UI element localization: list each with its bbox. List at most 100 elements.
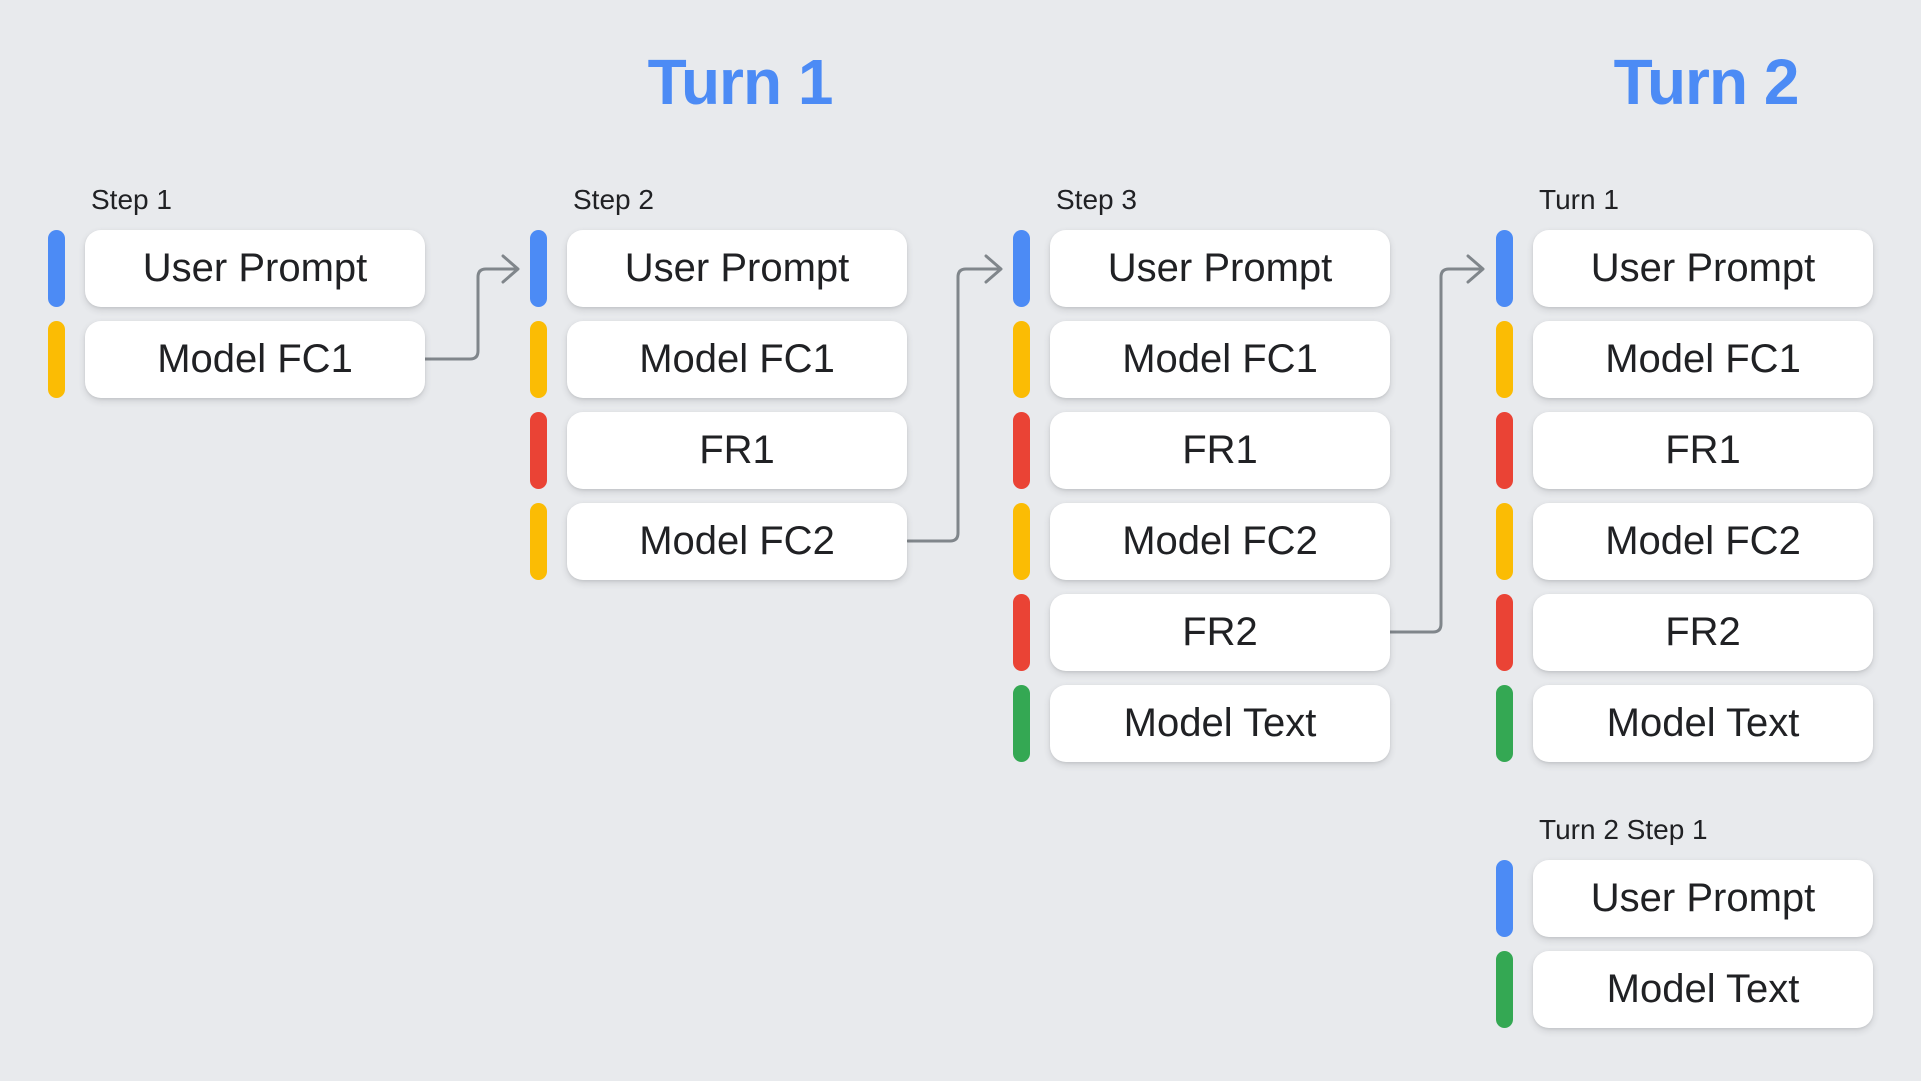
column-label: Step 3 xyxy=(1056,184,1137,215)
message-list: User Prompt Model FC1 FR1 Model FC2 FR2 … xyxy=(1013,230,1393,762)
message-label: Model FC2 xyxy=(639,519,835,563)
arrow-step3-to-turn2 xyxy=(1388,254,1485,634)
message-label: Model FC1 xyxy=(639,337,835,381)
message-label: Model Text xyxy=(1123,701,1317,745)
role-color-bar xyxy=(1496,951,1513,1028)
role-color-bar xyxy=(48,230,65,307)
column-label: Turn 2 Step 1 xyxy=(1539,814,1708,845)
message-item: User Prompt xyxy=(1496,230,1876,307)
arrow-step1-to-step2 xyxy=(423,254,520,361)
message-item: Model FC2 xyxy=(1496,503,1876,580)
column-label: Turn 1 xyxy=(1539,184,1619,215)
message-list: User Prompt Model FC1 FR1 Model FC2 xyxy=(530,230,910,580)
column-step-3: Step 3 User Prompt Model FC1 FR1 Model F… xyxy=(1013,183,1393,762)
message-box: Model FC2 xyxy=(1050,503,1390,580)
message-label: FR1 xyxy=(1182,428,1258,472)
message-box: User Prompt xyxy=(85,230,425,307)
message-label: Model FC1 xyxy=(157,337,353,381)
message-box: Model FC2 xyxy=(567,503,907,580)
message-label: FR2 xyxy=(1665,610,1741,654)
message-list: User Prompt Model Text xyxy=(1496,860,1876,1028)
turn-2-header: Turn 2 xyxy=(1613,46,1800,118)
role-color-bar xyxy=(1496,594,1513,671)
message-box: FR2 xyxy=(1050,594,1390,671)
message-item: Model Text xyxy=(1496,951,1876,1028)
message-box: FR1 xyxy=(1050,412,1390,489)
message-item: Model Text xyxy=(1013,685,1393,762)
role-color-bar xyxy=(48,321,65,398)
message-item: Model FC1 xyxy=(1496,321,1876,398)
message-item: User Prompt xyxy=(530,230,910,307)
message-item: FR1 xyxy=(1496,412,1876,489)
message-box: User Prompt xyxy=(1533,230,1873,307)
message-item: Model FC1 xyxy=(1013,321,1393,398)
message-box: Model FC1 xyxy=(1533,321,1873,398)
message-label: FR2 xyxy=(1182,610,1258,654)
message-label: Model Text xyxy=(1606,967,1800,1011)
message-label: Model Text xyxy=(1606,701,1800,745)
message-item: Model FC2 xyxy=(530,503,910,580)
message-item: User Prompt xyxy=(1496,860,1876,937)
role-color-bar xyxy=(530,321,547,398)
message-item: Model Text xyxy=(1496,685,1876,762)
message-box: FR2 xyxy=(1533,594,1873,671)
role-color-bar xyxy=(530,503,547,580)
message-box: Model FC1 xyxy=(85,321,425,398)
message-box: User Prompt xyxy=(1050,230,1390,307)
message-item: User Prompt xyxy=(1013,230,1393,307)
message-label: Model FC2 xyxy=(1122,519,1318,563)
message-item: User Prompt xyxy=(48,230,428,307)
column-step-1: Step 1 User Prompt Model FC1 xyxy=(48,183,428,398)
message-label: FR1 xyxy=(1665,428,1741,472)
message-item: FR1 xyxy=(530,412,910,489)
message-label: User Prompt xyxy=(1590,246,1816,290)
message-box: Model Text xyxy=(1533,951,1873,1028)
message-box: Model FC1 xyxy=(1050,321,1390,398)
role-color-bar xyxy=(530,230,547,307)
message-box: Model Text xyxy=(1050,685,1390,762)
message-label: Model FC1 xyxy=(1122,337,1318,381)
column-label: Step 2 xyxy=(573,184,654,215)
role-color-bar xyxy=(1013,594,1030,671)
message-item: Model FC1 xyxy=(48,321,428,398)
message-box: User Prompt xyxy=(1533,860,1873,937)
message-box: FR1 xyxy=(1533,412,1873,489)
message-box: FR1 xyxy=(567,412,907,489)
role-color-bar xyxy=(1013,503,1030,580)
column-turn-1-context: Turn 1 User Prompt Model FC1 FR1 Model F… xyxy=(1496,183,1876,762)
role-color-bar xyxy=(530,412,547,489)
message-label: Model FC2 xyxy=(1605,519,1801,563)
message-box: Model FC1 xyxy=(567,321,907,398)
role-color-bar xyxy=(1013,230,1030,307)
column-turn-2-step-1: Turn 2 Step 1 User Prompt Model Text xyxy=(1496,813,1876,1028)
turn-1-header: Turn 1 xyxy=(647,46,834,118)
message-label: FR1 xyxy=(699,428,775,472)
role-color-bar xyxy=(1496,503,1513,580)
role-color-bar xyxy=(1496,685,1513,762)
message-label: User Prompt xyxy=(142,246,368,290)
message-item: Model FC2 xyxy=(1013,503,1393,580)
message-item: FR2 xyxy=(1496,594,1876,671)
message-box: Model FC2 xyxy=(1533,503,1873,580)
message-item: Model FC1 xyxy=(530,321,910,398)
message-item: FR1 xyxy=(1013,412,1393,489)
message-list: User Prompt Model FC1 xyxy=(48,230,428,398)
column-step-2: Step 2 User Prompt Model FC1 FR1 Model F… xyxy=(530,183,910,580)
message-item: FR2 xyxy=(1013,594,1393,671)
role-color-bar xyxy=(1496,412,1513,489)
message-label: User Prompt xyxy=(1590,876,1816,920)
role-color-bar xyxy=(1013,412,1030,489)
role-color-bar xyxy=(1496,321,1513,398)
message-label: Model FC1 xyxy=(1605,337,1801,381)
message-list: User Prompt Model FC1 FR1 Model FC2 FR2 … xyxy=(1496,230,1876,762)
role-color-bar xyxy=(1496,230,1513,307)
role-color-bar xyxy=(1013,321,1030,398)
message-label: User Prompt xyxy=(1107,246,1333,290)
role-color-bar xyxy=(1496,860,1513,937)
role-color-bar xyxy=(1013,685,1030,762)
message-label: User Prompt xyxy=(624,246,850,290)
message-box: User Prompt xyxy=(567,230,907,307)
column-label: Step 1 xyxy=(91,184,172,215)
message-box: Model Text xyxy=(1533,685,1873,762)
